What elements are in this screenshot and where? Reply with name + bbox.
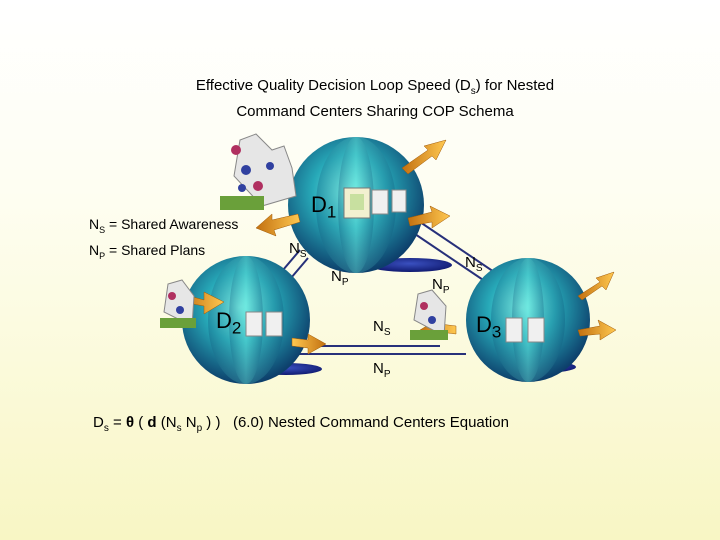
link-label-np-d2-d3: NP: [373, 360, 391, 380]
legend-shared-plans: NP = Shared Plans: [89, 240, 238, 266]
node-label-d2: D2: [216, 308, 241, 338]
d1-personnel-cluster: [220, 134, 296, 210]
node-label-d1: D1: [311, 192, 336, 222]
link-label-np-d1-d3: NP: [432, 276, 450, 296]
link-label-ns-d2-d3: NS: [373, 318, 391, 338]
nested-command-centers-equation: Ds = θ ( d (Ns Np ) ) (6.0) Nested Comma…: [93, 414, 509, 434]
d2-personnel-cluster: [160, 280, 196, 328]
link-label-ns-d1-d3: NS: [465, 254, 483, 274]
equation-label: (6.0) Nested Command Centers Equation: [233, 414, 509, 431]
d3-personnel-cluster: [410, 290, 448, 340]
node-label-d3: D3: [476, 312, 501, 342]
legend-shared-awareness: NS = Shared Awareness: [89, 214, 238, 240]
link-label-np-d1-d2: NP: [331, 268, 349, 288]
link-label-ns-d1-d2: NS: [289, 240, 307, 260]
legend: NS = Shared Awareness NP = Shared Plans: [89, 214, 238, 266]
